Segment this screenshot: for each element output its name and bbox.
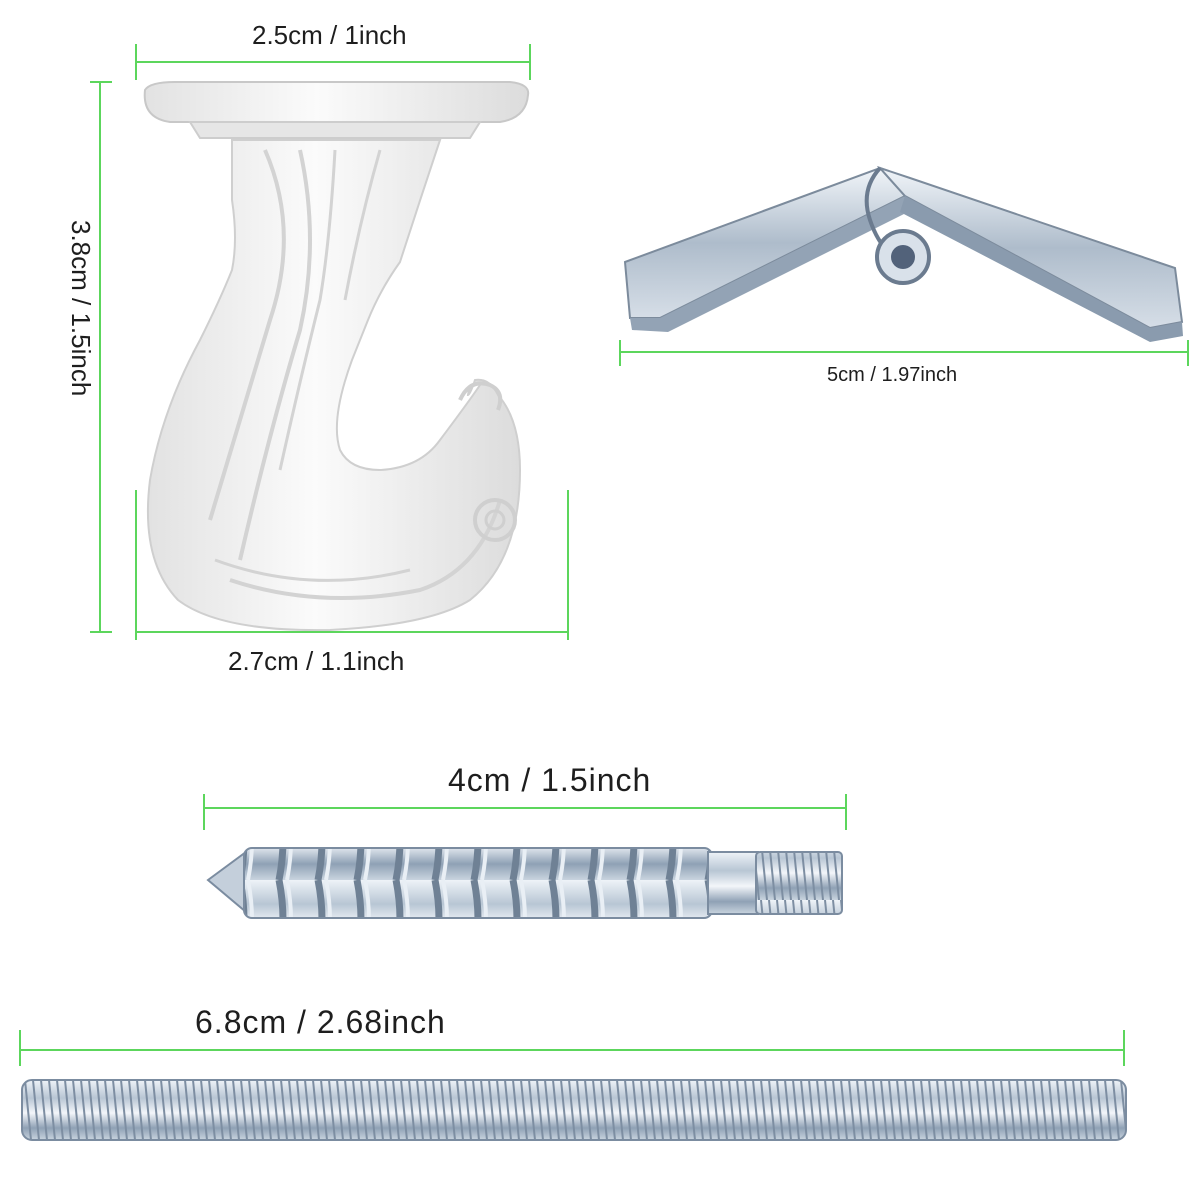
- hanger-bolt-length-label: 4cm / 1.5inch: [448, 762, 652, 798]
- hook-top-width-label: 2.5cm / 1inch: [252, 20, 407, 50]
- toggle-wing-width-label: 5cm / 1.97inch: [827, 364, 958, 386]
- hanger-bolt: [206, 847, 843, 919]
- measure-lines: [19, 44, 1189, 1066]
- toggle-wing-anchor: [623, 165, 1184, 342]
- ceiling-hook: [143, 81, 530, 632]
- threaded-rod-length-label: 6.8cm / 2.68inch: [195, 1004, 446, 1040]
- threaded-rod: [21, 1079, 1127, 1141]
- hook-height-label: 3.8cm / 1.5inch: [66, 220, 96, 397]
- hook-bottom-width-label: 2.7cm / 1.1inch: [228, 646, 405, 676]
